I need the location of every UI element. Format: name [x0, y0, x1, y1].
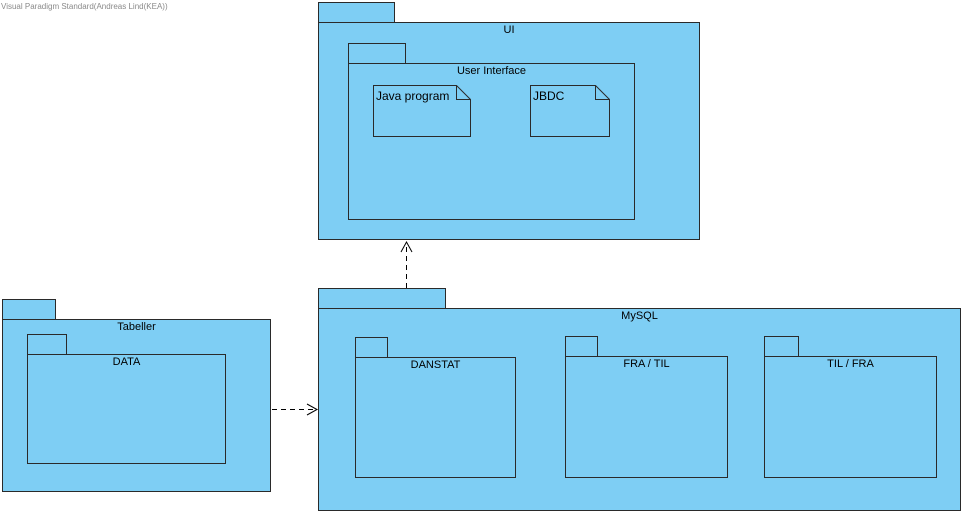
fra-til-package[interactable]	[565, 356, 728, 478]
til-fra-package[interactable]	[764, 356, 937, 478]
watermark-text: Visual Paradigm Standard(Andreas Lind(KE…	[1, 2, 168, 11]
java-program-artifact[interactable]: Java program	[373, 85, 471, 137]
fra-til-package-label: FRA / TIL	[623, 358, 670, 370]
tabeller-to-mysql-dependency[interactable]	[272, 403, 319, 416]
danstat-package[interactable]	[355, 357, 516, 478]
data-package[interactable]	[27, 354, 226, 464]
mysql-package-label: MySQL	[621, 310, 658, 322]
java-program-label: Java program	[376, 89, 449, 103]
data-package-label: DATA	[112, 356, 141, 368]
mysql-to-ui-dependency[interactable]	[400, 240, 413, 288]
jbdc-label: JBDC	[533, 89, 565, 103]
user-interface-package-label: User Interface	[456, 65, 527, 77]
til-fra-package-label: TIL / FRA	[827, 358, 874, 370]
jbdc-artifact[interactable]: JBDC	[530, 85, 610, 137]
danstat-package-label: DANSTAT	[410, 359, 461, 371]
tabeller-package-label: Tabeller	[117, 321, 156, 333]
ui-package-label: UI	[503, 24, 515, 36]
